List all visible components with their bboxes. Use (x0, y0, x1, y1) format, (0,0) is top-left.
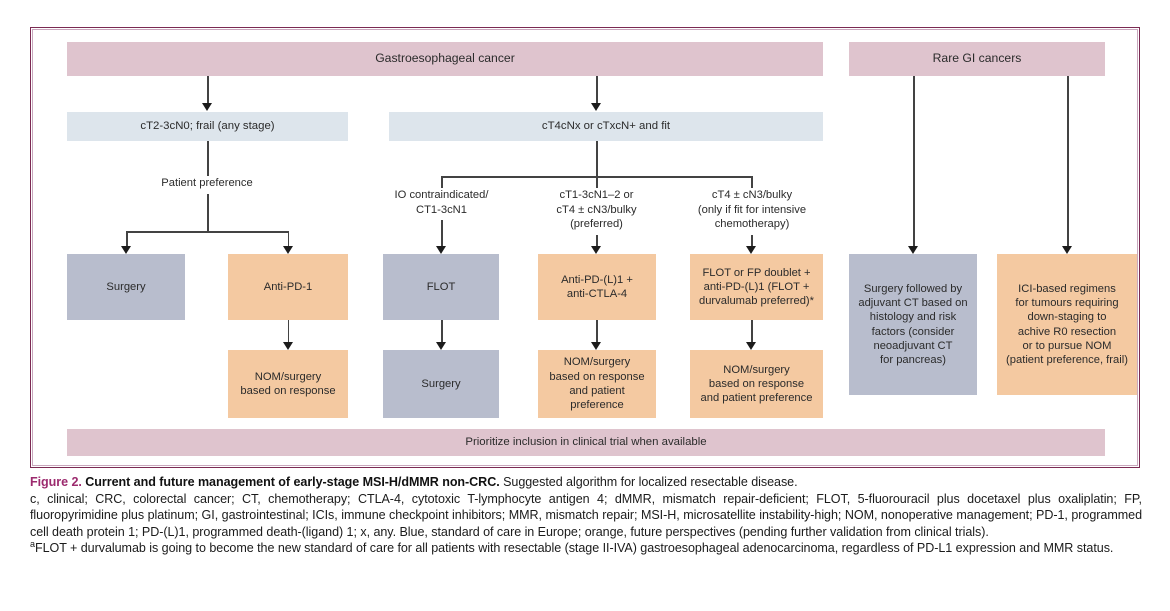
connector-rare-gi-to-ici-regimens (1067, 76, 1069, 248)
treatment-flot-fp-doublet: FLOT or FP doublet + anti-PD-(L)1 (FLOT … (690, 254, 823, 320)
stage-ct4cnx-fit: cT4cNx or cTxcN+ and fit (389, 112, 823, 141)
connector-geca-to-fit (596, 76, 598, 105)
figure-caption: Figure 2. Current and future management … (30, 474, 1142, 557)
connector-flot-to-surgery (441, 320, 443, 344)
outcome-nom-surgery-response-preference-1: NOM/surgery based on response and patien… (538, 350, 656, 418)
figure-number: Figure 2. (30, 475, 82, 489)
banner-prioritize-clinical-trial: Prioritize inclusion in clinical trial w… (67, 429, 1105, 456)
connector-fit-right-drop (751, 176, 753, 188)
figure-subtitle: Suggested algorithm for localized resect… (503, 475, 798, 489)
connector-anti-pd1-to-nom (287, 320, 290, 344)
arrowhead-flot-to-surgery (436, 342, 447, 350)
treatment-anti-pd1: Anti-PD-1 (228, 254, 348, 320)
arrowhead-to-flot (436, 246, 447, 254)
caption-title-line: Figure 2. Current and future management … (30, 474, 1142, 491)
caption-abbreviations: c, clinical; CRC, colorectal cancer; CT,… (30, 491, 1142, 539)
arrowhead-anti-pd1-to-nom (282, 342, 293, 350)
treatment-ici-based-regimens: ICI-based regimens for tumours requiring… (997, 254, 1137, 395)
connector-fit-left-drop (441, 176, 443, 188)
treatment-surgery-adjuvant-ct: Surgery followed by adjuvant CT based on… (849, 254, 977, 395)
criteria-ct1-3cn1-2: cT1-3cN1–2 or cT4 ± cN3/bulky (preferred… (556, 189, 637, 231)
outcome-surgery-after-flot: Surgery (383, 350, 499, 418)
connector-branch-to-anti-pd1 (287, 231, 290, 248)
connector-rare-gi-to-surgery-adjuvant (913, 76, 915, 248)
connector-patient-preference-bracket (126, 231, 289, 233)
treatment-surgery-frail: Surgery (67, 254, 185, 320)
treatment-anti-pdl1-ctla4: Anti-PD-(L)1 + anti-CTLA-4 (538, 254, 656, 320)
criteria-io-contraindicated: IO contraindicated/ CT1-3cN1 (394, 189, 489, 216)
treatment-flot: FLOT (383, 254, 499, 320)
stage-ct2-3cn0-frail: cT2-3cN0; frail (any stage) (67, 112, 348, 141)
figure-frame: Gastroesophageal cancer Rare GI cancers … (30, 27, 1140, 468)
connector-branch-to-surgery (126, 231, 128, 248)
footnote-text: FLOT + durvalumab is going to become the… (34, 541, 1114, 556)
connector-ct1-to-anti-pdl1 (596, 235, 598, 248)
arrowhead-geca-to-frail (202, 103, 213, 111)
header-gastroesophageal-cancer: Gastroesophageal cancer (67, 42, 823, 76)
connector-geca-to-frail (207, 76, 209, 105)
connector-patient-preference-stem (207, 194, 209, 231)
connector-io-to-flot (441, 220, 443, 248)
arrowhead-to-ici-based-regimens (1062, 246, 1073, 254)
arrowhead-to-anti-pdl1-ctla4 (591, 246, 602, 254)
footnote-marker: a (30, 539, 35, 550)
connector-frail-to-patient-preference (207, 141, 209, 176)
connector-fit-stem (596, 141, 598, 176)
arrowhead-flot-fp-to-nom (746, 342, 757, 350)
caption-footnote: aFLOT + durvalumab is going to become th… (30, 540, 1142, 557)
arrowhead-geca-to-fit (591, 103, 602, 111)
outcome-nom-surgery-response: NOM/surgery based on response (228, 350, 348, 418)
header-rare-gi-cancers: Rare GI cancers (849, 42, 1105, 76)
criteria-patient-preference: Patient preference (161, 177, 253, 189)
figure-title: Current and future management of early-s… (85, 475, 500, 489)
flowchart-diagram: Gastroesophageal cancer Rare GI cancers … (31, 28, 1141, 469)
connector-flot-fp-to-nom (751, 320, 753, 344)
connector-anti-pdl1-to-nom (596, 320, 598, 344)
arrowhead-to-anti-pd1 (282, 246, 293, 254)
arrowhead-to-flot-fp-doublet (746, 246, 757, 254)
arrowhead-to-surgery-adjuvant-ct (908, 246, 919, 254)
arrowhead-anti-pdl1-to-nom (591, 342, 602, 350)
arrowhead-to-surgery-frail (121, 246, 132, 254)
connector-ct4-to-flot-fp (751, 235, 753, 248)
criteria-ct4-cn3-bulky: cT4 ± cN3/bulky (only if fit for intensi… (697, 189, 807, 231)
connector-fit-mid-drop (596, 176, 598, 188)
outcome-nom-surgery-response-preference-2: NOM/surgery based on response and patien… (690, 350, 823, 418)
